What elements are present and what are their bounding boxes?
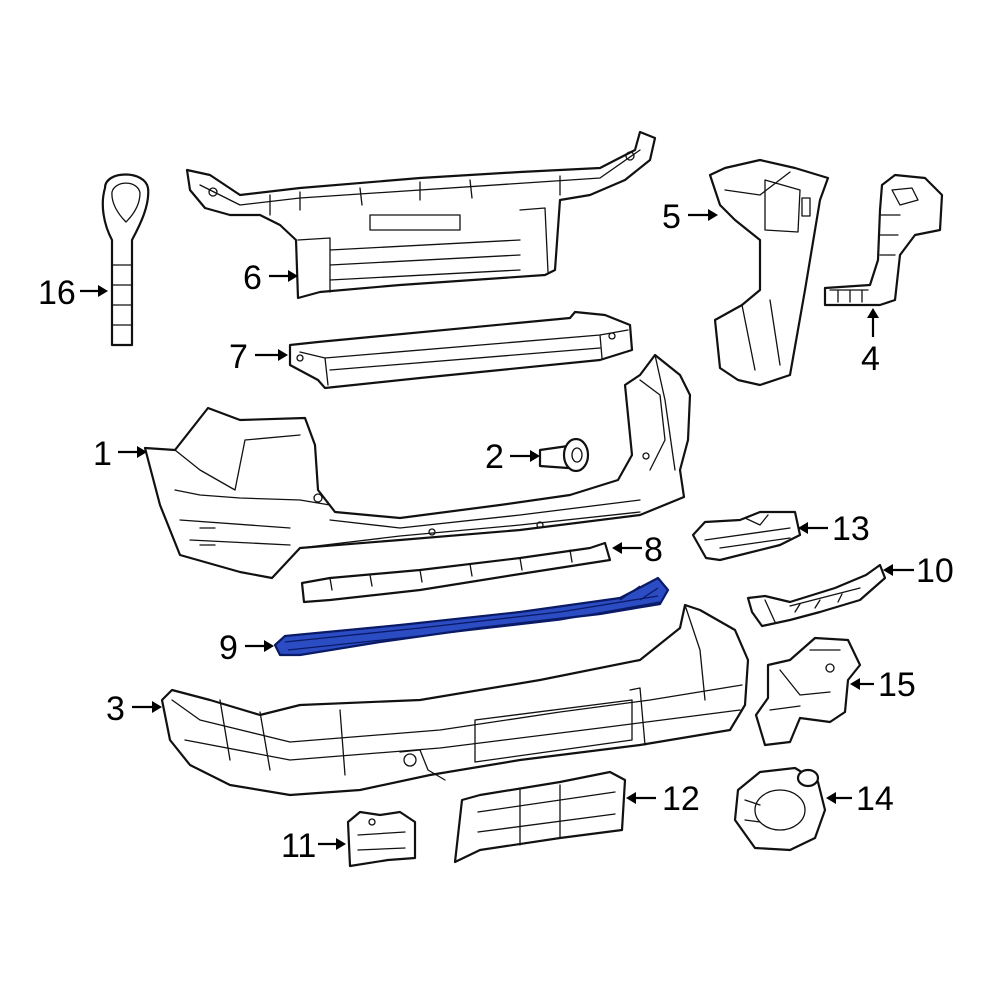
callout-number: 7 (229, 338, 248, 376)
callout-number: 10 (916, 552, 954, 590)
callout-7: 7 (229, 338, 288, 376)
part-9-energy-absorber[interactable] (273, 576, 670, 657)
callout-number: 9 (219, 629, 238, 667)
callout-9: 9 (219, 629, 274, 667)
part-5-bracket[interactable] (708, 158, 830, 387)
part-15-bracket[interactable] (754, 636, 862, 747)
callout-4: 4 (861, 308, 880, 378)
part-4-bracket[interactable] (823, 173, 944, 307)
callout-number: 3 (106, 690, 125, 728)
part-2-push-pin[interactable] (538, 437, 590, 473)
callout-number: 11 (281, 827, 316, 865)
part-7-impact-bar[interactable] (288, 310, 634, 390)
callout-6: 6 (243, 259, 298, 297)
callout-8: 8 (612, 531, 663, 569)
callout-number: 6 (243, 259, 262, 297)
callout-number: 13 (832, 510, 870, 548)
callout-10: 10 (883, 552, 954, 590)
callout-12: 12 (626, 780, 700, 818)
callout-5: 5 (662, 198, 718, 236)
callout-number: 14 (856, 780, 894, 818)
callout-number: 16 (38, 274, 76, 312)
callout-3: 3 (106, 690, 162, 728)
part-8-bracket-strip[interactable] (300, 541, 612, 604)
callout-number: 1 (93, 435, 112, 473)
callout-11: 11 (281, 827, 346, 865)
callout-number: 12 (662, 780, 700, 818)
part-10-bracket[interactable] (746, 563, 887, 628)
callout-number: 2 (485, 438, 504, 476)
callout-number: 5 (662, 198, 681, 236)
callout-number: 8 (644, 531, 663, 569)
callout-14: 14 (826, 780, 894, 818)
callout-2: 2 (485, 438, 540, 476)
part-16-tow-hook[interactable] (101, 173, 150, 347)
callout-number: 15 (878, 666, 916, 704)
callout-13: 13 (798, 510, 870, 548)
part-6-reinforcement-bracket[interactable] (185, 130, 657, 300)
callout-15: 15 (850, 666, 916, 704)
part-13-bracket[interactable] (691, 510, 802, 562)
callout-number: 4 (861, 340, 880, 378)
part-11-bracket[interactable] (346, 810, 417, 868)
callout-16: 16 (38, 274, 108, 312)
part-1-bumper-cover[interactable] (143, 353, 692, 580)
part-3-lower-valance[interactable] (160, 603, 750, 797)
part-12-valance-insert[interactable] (453, 770, 627, 864)
callout-1: 1 (93, 435, 147, 473)
part-14-sensor-bracket[interactable] (733, 766, 827, 852)
